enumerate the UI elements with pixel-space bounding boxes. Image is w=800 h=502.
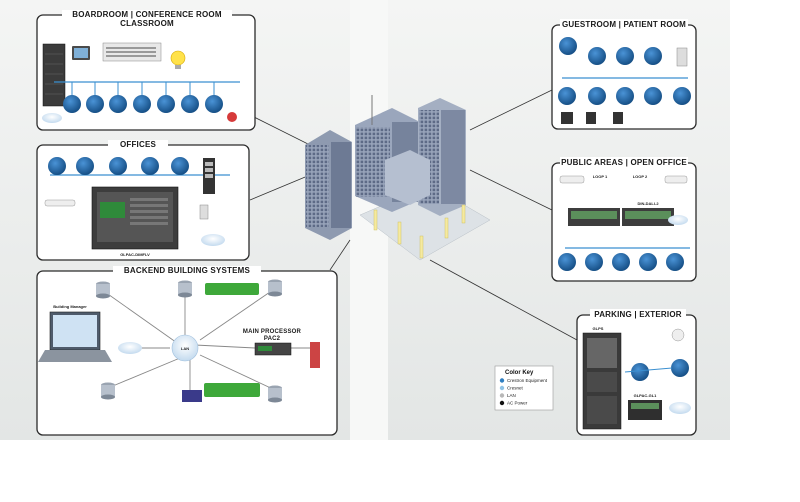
lan-label: LAN bbox=[181, 346, 189, 351]
integration-badge-top bbox=[205, 283, 259, 295]
guestroom-devices bbox=[558, 37, 691, 105]
dmx-device bbox=[182, 390, 202, 402]
color-key-label: Cresnet bbox=[507, 386, 524, 391]
color-key-label: AC Power bbox=[507, 401, 528, 406]
boardroom-title: BOARDROOM | CONFERENCE ROOM bbox=[72, 10, 222, 19]
photocell-icon bbox=[671, 328, 685, 342]
offices-devices bbox=[48, 157, 189, 175]
backend-title: BACKEND BUILDING SYSTEMS bbox=[124, 266, 251, 275]
equipment-rack bbox=[42, 43, 66, 107]
integration-badge-bottom bbox=[204, 383, 260, 397]
boardroom-devices bbox=[63, 95, 223, 113]
color-key-swatch bbox=[499, 385, 505, 391]
guestroom-title: GUESTROOM | PATIENT ROOM bbox=[562, 20, 686, 29]
boardroom-cloud-icon bbox=[42, 113, 62, 123]
glpac-gl1-label: GLPAC-GL1 bbox=[634, 393, 658, 398]
public-devices bbox=[558, 253, 684, 271]
color-key-title: Color Key bbox=[505, 370, 534, 376]
fixture-left bbox=[559, 175, 585, 184]
light-bulb-icon bbox=[170, 50, 186, 66]
building-manager-laptop: Building Manager bbox=[38, 304, 112, 362]
public-areas-panel: PUBLIC AREAS | OPEN OFFICE LOOP 1 LOOP 2… bbox=[551, 157, 697, 282]
photo-sensor bbox=[199, 204, 209, 220]
boardroom-panel: BOARDROOM | CONFERENCE ROOM CLASSROOM bbox=[36, 10, 256, 131]
panel-connection-lines bbox=[249, 89, 578, 341]
offices-cloud-icon bbox=[201, 234, 225, 246]
backend-keypad bbox=[310, 342, 320, 368]
public-cloud-icon bbox=[668, 215, 688, 225]
boardroom-subtitle: CLASSROOM bbox=[120, 19, 174, 28]
color-key-label: Crestron Equipment bbox=[507, 378, 548, 383]
building-complex bbox=[305, 95, 491, 261]
fluorescent-fixture bbox=[44, 199, 76, 207]
offices-panel: OFFICES GLPAC-DIMFLV bbox=[36, 140, 250, 261]
color-key-swatch bbox=[499, 400, 505, 406]
fixture-right bbox=[664, 175, 688, 184]
color-key-label: LAN bbox=[507, 393, 516, 398]
public-areas-title: PUBLIC AREAS | OPEN OFFICE bbox=[561, 158, 687, 167]
lan-cloud bbox=[171, 334, 199, 362]
guestroom-keypad bbox=[676, 47, 688, 67]
glps-label: GLPS bbox=[593, 326, 604, 331]
main-processor-model: PAC2 bbox=[264, 336, 281, 342]
offices-title: OFFICES bbox=[120, 140, 157, 149]
parking-cloud-icon bbox=[669, 402, 691, 414]
guestroom-panel: GUESTROOM | PATIENT ROOM bbox=[551, 19, 697, 130]
offices-device-label: GLPAC-DIMFLV bbox=[120, 252, 150, 257]
building-manager-label: Building Manager bbox=[53, 304, 87, 309]
dali-module-2-label: DIN-DALI-2 bbox=[637, 201, 659, 206]
backend-servers bbox=[96, 279, 282, 403]
main-processor-label: MAIN PROCESSOR bbox=[243, 329, 302, 335]
color-key-swatch bbox=[499, 378, 505, 383]
color-key-swatch bbox=[499, 393, 505, 398]
backend-panel: BACKEND BUILDING SYSTEMS LAN Building Ma… bbox=[36, 266, 338, 436]
loop-2-label: LOOP 2 bbox=[633, 174, 648, 179]
parking-panel: PARKING | EXTERIOR GLPS GLPAC-GL1 bbox=[576, 309, 697, 436]
loop-1-label: LOOP 1 bbox=[593, 174, 608, 179]
parking-title: PARKING | EXTERIOR bbox=[594, 310, 681, 319]
wan-cloud bbox=[118, 342, 142, 354]
